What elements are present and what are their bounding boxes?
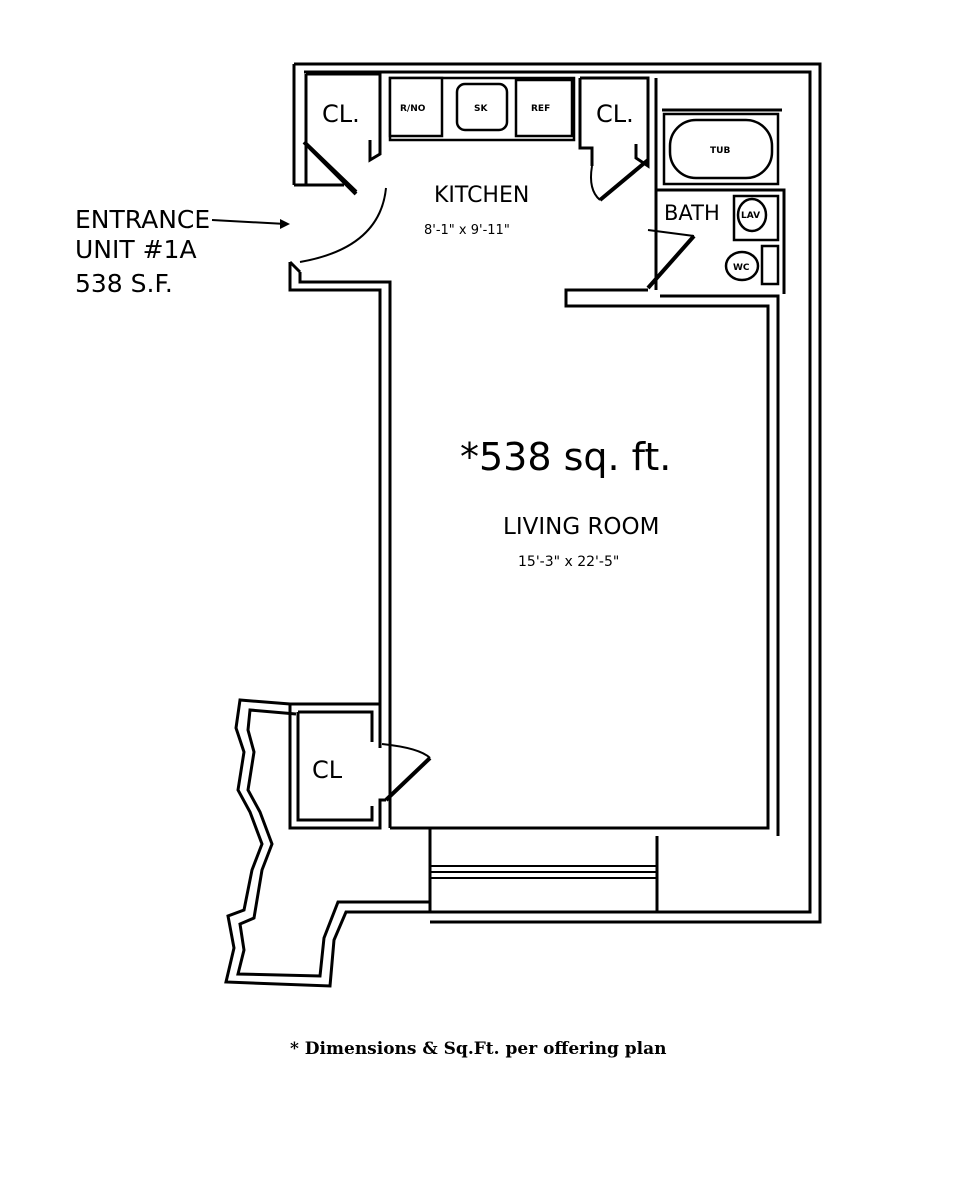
unit-area-label: 538 S.F. [75, 269, 173, 298]
sink [455, 82, 509, 132]
closet-bottom-label: CL [312, 756, 343, 784]
closet-top-right-label: CL. [596, 100, 634, 128]
range-label: R/NO [400, 104, 426, 114]
stair-outline [224, 698, 430, 988]
lavatory [736, 197, 768, 233]
living-room-walls [390, 288, 780, 914]
exterior-walls [288, 62, 822, 924]
kitchen-label: KITCHEN [434, 183, 529, 208]
refrigerator [514, 78, 574, 138]
kitchen-dims: 8'-1" x 9'-11" [424, 223, 510, 238]
bottom-closet [288, 702, 386, 830]
tub-label: TUB [710, 146, 730, 156]
living-area-label: *538 sq. ft. [460, 435, 671, 479]
wc-tank [760, 244, 780, 286]
bath-label: BATH [664, 201, 720, 225]
living-room-label: LIVING ROOM [503, 514, 660, 540]
tub [668, 118, 774, 180]
sink-label: SK [474, 104, 488, 114]
range [388, 76, 444, 138]
living-room-dims: 15'-3" x 22'-5" [518, 554, 619, 570]
refrigerator-label: REF [531, 104, 550, 114]
doors [299, 140, 696, 802]
unit-label: UNIT #1A [75, 235, 197, 264]
closet-top-left-label: CL. [322, 100, 360, 128]
wc-label: WC [733, 263, 750, 273]
lavatory-label: LAV [741, 211, 760, 221]
kitchen-area [304, 72, 786, 294]
entrance-arrow [211, 219, 290, 229]
entrance-label: ENTRANCE [75, 205, 210, 234]
bath-fixtures [662, 112, 780, 286]
wc [724, 250, 760, 282]
footnote: * Dimensions & Sq.Ft. per offering plan [290, 1039, 666, 1059]
